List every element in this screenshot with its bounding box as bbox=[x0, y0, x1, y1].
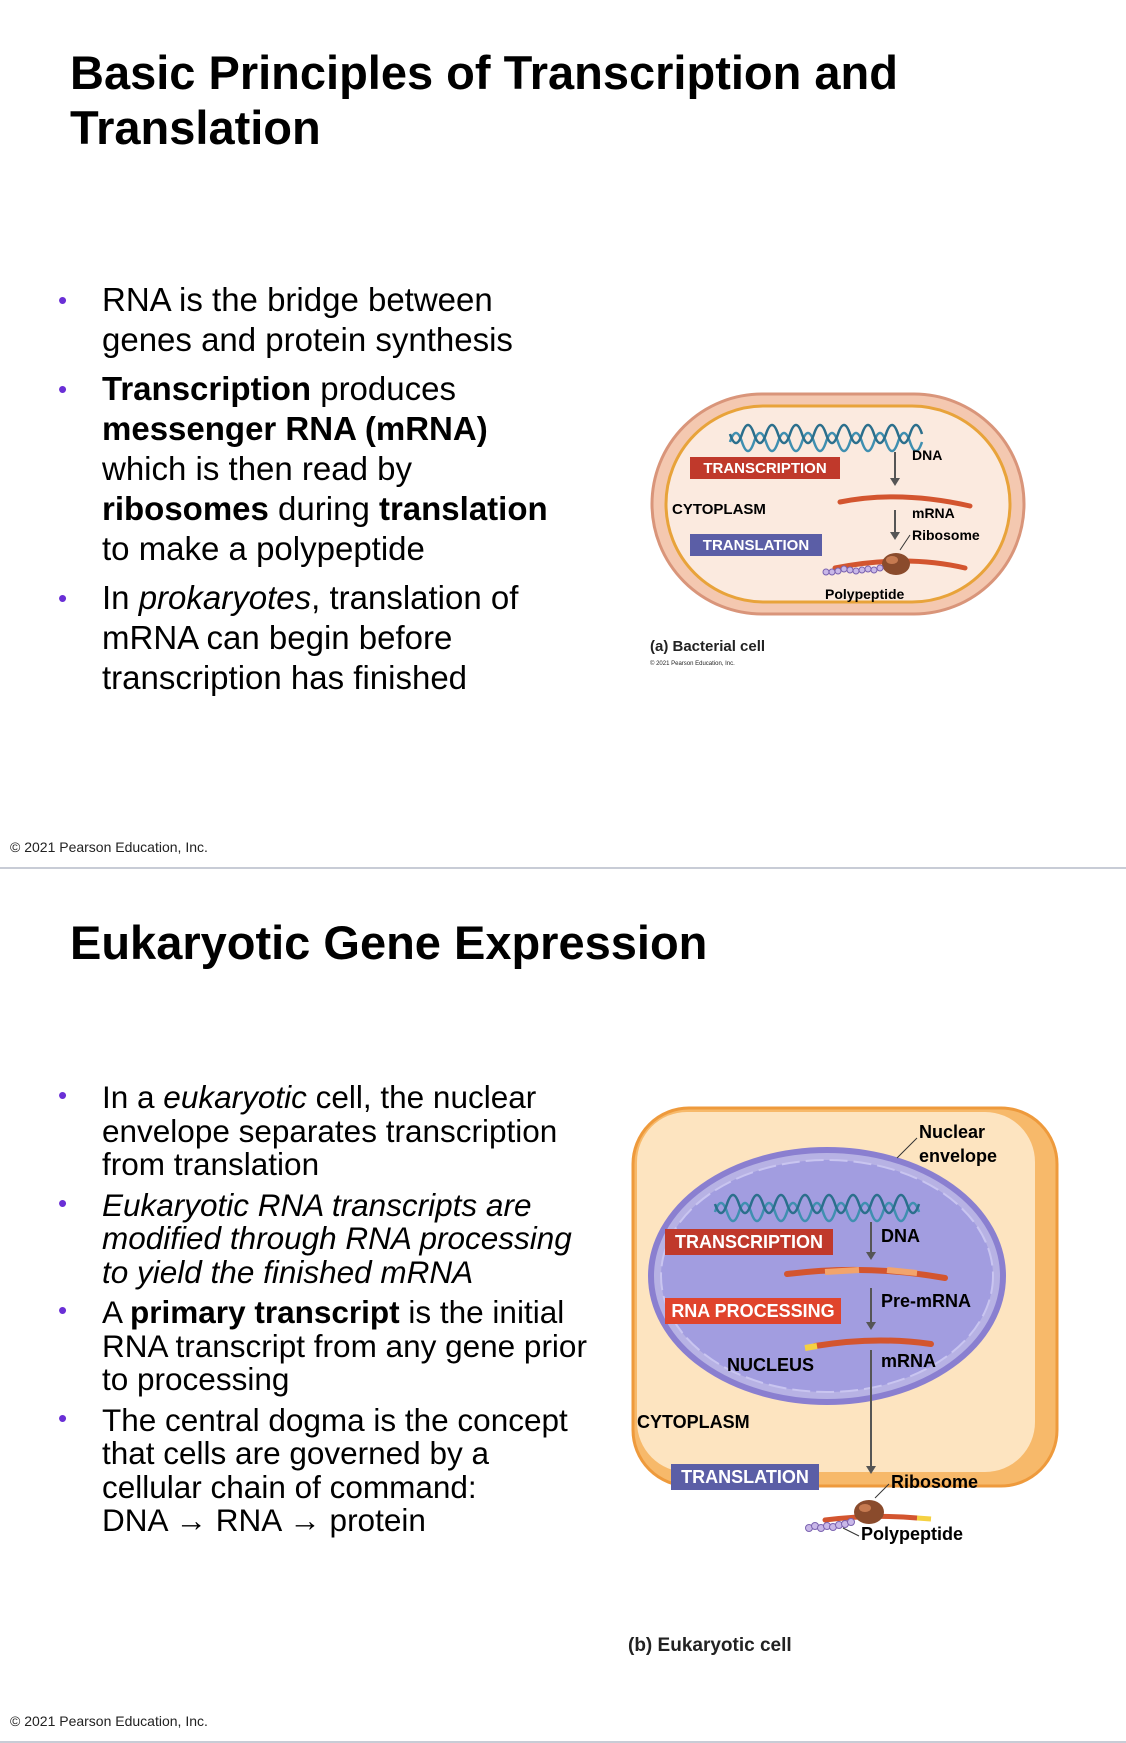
bullet-item: • In prokaryotes, translation of mRNA can… bbox=[58, 578, 578, 698]
ribosome-icon bbox=[882, 553, 910, 575]
polypeptide-pointer bbox=[842, 1527, 860, 1537]
translation-label: TRANSLATION bbox=[681, 1467, 809, 1487]
translation-box bbox=[690, 534, 822, 556]
bullet-item: • Eukaryotic RNA transcripts are modified… bbox=[58, 1186, 588, 1290]
pre-mrna-label: Pre-mRNA bbox=[881, 1291, 971, 1311]
rna-processing-label: RNA PROCESSING bbox=[671, 1301, 834, 1321]
bullet-text: prokaryotes bbox=[138, 579, 312, 616]
nuclear-envelope-label-1: Nuclear bbox=[919, 1122, 985, 1142]
processing-arrowhead bbox=[866, 1322, 876, 1330]
bullet-item: • RNA is the bridge between genes and pro… bbox=[58, 280, 578, 360]
rna-processing-box bbox=[665, 1298, 841, 1324]
transcription-label: TRANSCRIPTION bbox=[675, 1232, 823, 1252]
footer-copyright: © 2021 Pearson Education, Inc. bbox=[10, 839, 208, 855]
cytoplasm-mrna-cap-icon bbox=[916, 1515, 932, 1522]
bullet-text: primary transcript bbox=[130, 1294, 400, 1330]
bullet-list: • RNA is the bridge between genes and pro… bbox=[58, 280, 578, 707]
ribosome-label: Ribosome bbox=[912, 527, 980, 543]
bullet-text: messenger RNA (mRNA) bbox=[102, 410, 488, 447]
ribosome-label: Ribosome bbox=[891, 1472, 978, 1492]
bullet-text: cell, the nuclear envelope separates tra… bbox=[102, 1079, 558, 1182]
nuclear-envelope-pointer bbox=[896, 1137, 918, 1159]
bullet-icon: • bbox=[58, 1295, 68, 1325]
bullet-text: ribosomes bbox=[102, 490, 269, 527]
mrna-strand-icon bbox=[837, 494, 973, 509]
nuclear-envelope-label-2: envelope bbox=[919, 1146, 997, 1166]
bullet-text: Transcription bbox=[102, 370, 312, 407]
bullet-item: • A primary transcript is the initial RNA… bbox=[58, 1294, 588, 1397]
nucleus-label: NUCLEUS bbox=[727, 1355, 814, 1375]
translation-arrowhead bbox=[890, 532, 900, 540]
dna-helix-icon bbox=[713, 1193, 921, 1223]
bullet-text: is the initial RNA transcript from any g… bbox=[102, 1294, 587, 1397]
bullet-item: • Transcription produces messenger RNA (m… bbox=[58, 369, 578, 569]
slide-title: Eukaryotic Gene Expression bbox=[70, 916, 708, 969]
mrna-cap-icon bbox=[804, 1343, 818, 1351]
eukaryotic-cell-diagram: Nuclear envelope TRANSCRIPTION DNA RNA P… bbox=[631, 1106, 1059, 1544]
bullet-text: The central dogma is the concept that ce… bbox=[102, 1401, 568, 1505]
figure-copyright: © 2021 Pearson Education, Inc. bbox=[650, 660, 735, 667]
mrna-label: mRNA bbox=[881, 1351, 936, 1371]
bullet-text: , translation of mRNA can begin before t… bbox=[102, 579, 519, 696]
bullet-item: • In a eukaryotic cell, the nuclear envel… bbox=[58, 1079, 588, 1182]
bullet-text: In a bbox=[102, 1079, 164, 1115]
bullet-item: • The central dogma is the concept that c… bbox=[58, 1401, 588, 1538]
dna-label: DNA bbox=[912, 447, 942, 463]
translation-label: TRANSLATION bbox=[703, 537, 809, 554]
bullet-text: during bbox=[268, 490, 379, 527]
bullet-text: which is then read by bbox=[102, 450, 413, 487]
bacterial-cell-diagram: TRANSCRIPTION DNA CYTOPLASM mRNA Ribosom… bbox=[650, 392, 1026, 667]
dna-helix-icon bbox=[728, 423, 924, 453]
bullet-icon: • bbox=[58, 1080, 68, 1110]
bullet-text: DNA → RNA → protein bbox=[102, 1502, 426, 1538]
nucleus-interior bbox=[660, 1159, 994, 1393]
polypeptide-label: Polypeptide bbox=[825, 586, 905, 602]
pre-mrna-intron-icon bbox=[824, 1267, 918, 1276]
export-arrowhead bbox=[866, 1466, 876, 1474]
ribosome-pointer bbox=[874, 1483, 890, 1499]
bullet-list: • In a eukaryotic cell, the nuclear envel… bbox=[58, 1079, 588, 1545]
bullet-text: Eukaryotic RNA transcripts are modified … bbox=[102, 1186, 572, 1290]
mrna-strand-icon bbox=[812, 1337, 934, 1349]
bullet-icon: • bbox=[58, 374, 68, 404]
bullet-icon: • bbox=[58, 285, 68, 315]
footer-copyright: © 2021 Pearson Education, Inc. bbox=[10, 1713, 208, 1729]
bullet-text: translation bbox=[378, 490, 548, 527]
transcription-arrowhead bbox=[866, 1252, 876, 1260]
transcription-label: TRANSCRIPTION bbox=[703, 460, 826, 477]
transcription-arrowhead bbox=[890, 478, 900, 486]
bullet-text: RNA is the bridge between genes and prot… bbox=[102, 281, 513, 358]
bullet-icon: • bbox=[58, 1402, 68, 1433]
slide-divider-bottom bbox=[0, 1741, 1126, 1743]
ribosome-pointer bbox=[899, 534, 911, 551]
mrna-label: mRNA bbox=[912, 505, 955, 521]
bullet-text: to make a polypeptide bbox=[102, 530, 425, 567]
bullet-icon: • bbox=[58, 1187, 68, 1218]
slide-basic-principles: Basic Principles of Transcription and Tr… bbox=[0, 0, 1126, 869]
slide-title: Basic Principles of Transcription and Tr… bbox=[70, 46, 898, 154]
polypeptide-chain-icon bbox=[805, 1518, 855, 1532]
cytoplasm-label: CYTOPLASM bbox=[637, 1412, 750, 1432]
bullet-text: produces bbox=[311, 370, 456, 407]
bullet-text: A bbox=[102, 1294, 131, 1330]
polypeptide-chain-icon bbox=[822, 564, 884, 576]
transcription-box bbox=[690, 457, 840, 479]
ribosome-icon bbox=[854, 1500, 884, 1524]
bullet-text: eukaryotic bbox=[163, 1079, 307, 1115]
transcription-box bbox=[665, 1229, 833, 1255]
figure-caption: (a) Bacterial cell bbox=[650, 638, 765, 655]
dna-label: DNA bbox=[881, 1226, 920, 1246]
translation-box bbox=[671, 1464, 819, 1490]
polypeptide-label: Polypeptide bbox=[861, 1524, 963, 1544]
pre-mrna-strand-icon bbox=[784, 1266, 948, 1281]
cytoplasm-label: CYTOPLASM bbox=[672, 501, 766, 518]
figure-caption: (b) Eukaryotic cell bbox=[628, 1635, 792, 1656]
bullet-text: In bbox=[102, 579, 139, 616]
slide-divider bbox=[0, 867, 1126, 869]
bullet-icon: • bbox=[58, 583, 68, 613]
slide-eukaryotic-gene-expression: Eukaryotic Gene Expression • In a eukaryo… bbox=[0, 869, 1126, 1738]
